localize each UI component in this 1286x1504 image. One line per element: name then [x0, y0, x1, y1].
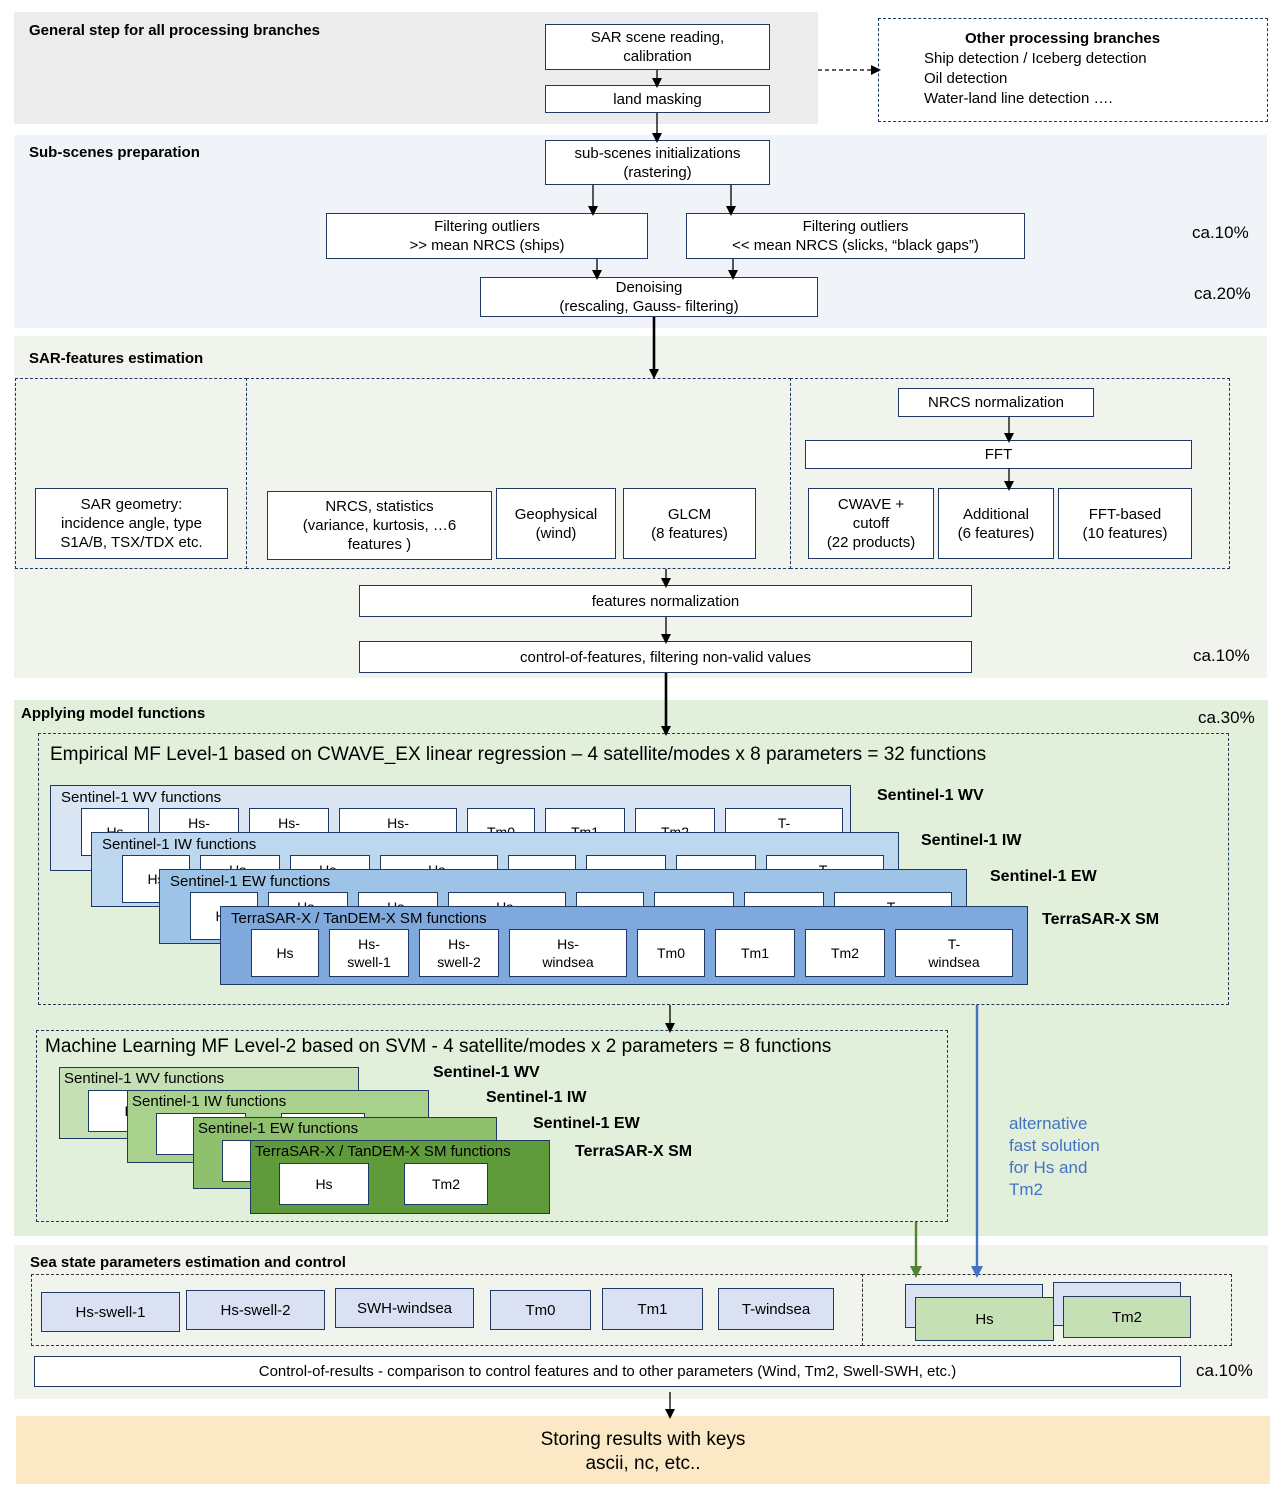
result-hs-swell-1: Hs-swell-1 [41, 1292, 180, 1332]
other-branch-ship: Ship detection / Iceberg detection [924, 50, 1147, 67]
other-branch-oil: Oil detection [924, 70, 1008, 87]
alternative-solution-note: alternative fast solution for Hs and Tm2 [1009, 1114, 1100, 1199]
result-t-windsea: T-windsea [718, 1288, 834, 1330]
result-tm1: Tm1 [602, 1288, 703, 1330]
level1-card-label: TerraSAR-X / TanDEM-X SM functions [231, 910, 487, 927]
subscenes-title: Sub-scenes preparation [29, 144, 200, 161]
level1-card-label: Sentinel-1 WV functions [61, 789, 222, 806]
level2-param-cell: Hs [279, 1163, 369, 1205]
cwave-box: CWAVE + cutoff (22 products) [808, 488, 934, 559]
level1-param-cell: Hs- swell-2 [419, 929, 499, 977]
level2-card-label: Sentinel-1 EW functions [198, 1120, 359, 1137]
level2-group [36, 1030, 948, 1222]
additional-features-box: Additional (6 features) [938, 488, 1054, 559]
level2-card-label: Sentinel-1 WV functions [64, 1070, 225, 1087]
fft-based-box: FFT-based (10 features) [1058, 488, 1192, 559]
fast-hs: Hs [915, 1297, 1054, 1341]
land-masking-box: land masking [545, 85, 770, 113]
storing-results-text: Storing results with keys ascii, nc, etc… [540, 1429, 746, 1474]
nrcs-normalization-box: NRCS normalization [898, 388, 1094, 417]
pct-features: ca.10% [1193, 646, 1250, 665]
control-of-results-box: Control-of-results - comparison to contr… [34, 1356, 1181, 1387]
fast-tm2: Tm2 [1063, 1296, 1191, 1338]
glcm-box: GLCM (8 features) [623, 488, 756, 559]
pct-model: ca.30% [1198, 708, 1255, 727]
sar-reading-box: SAR scene reading, calibration [545, 24, 770, 70]
level2-card-label: Sentinel-1 IW functions [132, 1093, 287, 1110]
seastate-fast-group [862, 1274, 1232, 1346]
level2-side-label: Sentinel-1 WV [433, 1064, 540, 1081]
level2-side-label: Sentinel-1 IW [486, 1089, 587, 1106]
level2-card-label: TerraSAR-X / TanDEM-X SM functions [255, 1143, 511, 1160]
level1-side-label: TerraSAR-X SM [1042, 911, 1160, 928]
pct-filtering: ca.10% [1192, 223, 1249, 242]
level1-side-label: Sentinel-1 WV [877, 787, 984, 804]
level1-card-label: Sentinel-1 IW functions [102, 836, 257, 853]
storing-panel [16, 1416, 1270, 1484]
seastate-title: Sea state parameters estimation and cont… [30, 1254, 346, 1271]
result-hs-swell-2: Hs-swell-2 [186, 1290, 325, 1330]
level2-heading: Machine Learning MF Level-2 based on SVM… [45, 1036, 832, 1057]
level2-param-cell: Tm2 [404, 1163, 488, 1205]
other-branches-title: Other processing branches [965, 30, 1161, 47]
level1-group [38, 733, 1229, 1005]
model-title: Applying model functions [21, 705, 206, 722]
level1-param-cell: Hs [251, 929, 319, 977]
pct-control-results: ca.10% [1196, 1361, 1253, 1380]
nrcs-statistics-box: NRCS, statistics (variance, kurtosis, …6… [267, 491, 492, 560]
level1-param-cell: Tm2 [805, 929, 885, 977]
level1-card-label: Sentinel-1 EW functions [170, 873, 331, 890]
level1-param-cell: Tm0 [637, 929, 705, 977]
filter-ships-box: Filtering outliers >> mean NRCS (ships) [326, 213, 648, 259]
sar-geometry-box: SAR geometry: incidence angle, type S1A/… [35, 488, 228, 559]
level1-side-label: Sentinel-1 EW [990, 868, 1097, 885]
subscene-init-box: sub-scenes initializations (rastering) [545, 140, 770, 185]
general-title: General step for all processing branches [29, 22, 320, 39]
level2-side-label: Sentinel-1 EW [533, 1115, 640, 1132]
geophysical-box: Geophysical (wind) [496, 488, 616, 559]
result-swh-windsea: SWH-windsea [335, 1288, 474, 1328]
result-tm0: Tm0 [490, 1290, 591, 1330]
other-branch-waterland: Water-land line detection …. [924, 90, 1113, 107]
level2-side-label: TerraSAR-X SM [575, 1143, 693, 1160]
level1-heading: Empirical MF Level-1 based on CWAVE_EX l… [50, 744, 987, 765]
fft-box: FFT [805, 440, 1192, 469]
level1-param-cell: Tm1 [715, 929, 795, 977]
features-title: SAR-features estimation [29, 350, 204, 367]
level1-param-cell: Hs- swell-1 [329, 929, 409, 977]
filter-slicks-box: Filtering outliers << mean NRCS (slicks,… [686, 213, 1025, 259]
level1-side-label: Sentinel-1 IW [921, 832, 1022, 849]
level1-param-cell: T- windsea [895, 929, 1013, 977]
level1-param-cell: Hs- windsea [509, 929, 627, 977]
pct-denoising: ca.20% [1194, 284, 1251, 303]
denoising-box: Denoising (rescaling, Gauss- filtering) [480, 277, 818, 317]
features-group-fft [790, 378, 1230, 569]
